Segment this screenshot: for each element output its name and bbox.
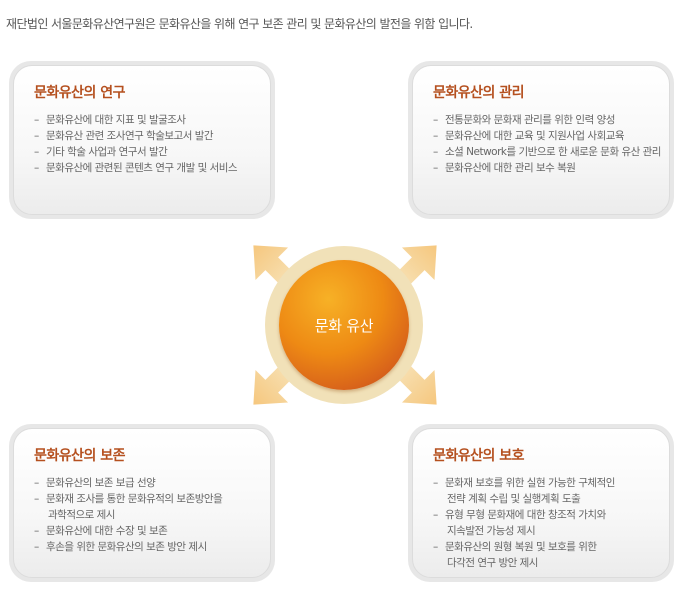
list-item: 문화유산에 대한 수장 및 보존: [34, 523, 270, 539]
card-title: 문화유산의 보호: [433, 448, 525, 464]
list-item: 문화재 조사를 통한 문화유적의 보존방안을: [34, 491, 270, 507]
list-item: 문화재 보호를 위한 실현 가능한 구체적인: [433, 475, 669, 491]
list-item-continuation: 지속발전 가능성 제시: [447, 525, 536, 537]
card-list: 문화재 보호를 위한 실현 가능한 구체적인 전략 계획 수립 및 실행계획 도…: [433, 475, 669, 571]
center-label: 문화 유산: [314, 316, 374, 335]
list-item-continuation: 과학적으로 제시: [48, 509, 115, 521]
list-item: 문화유산에 대한 교육 및 지원사업 사회교육: [433, 128, 669, 144]
intro-text: 재단법인 서울문화유산연구원은 문화유산을 위해 연구 보존 관리 및 문화유산…: [6, 17, 473, 31]
list-item: 문화유산 관련 조사연구 학술보고서 발간: [34, 128, 270, 144]
list-item-continuation: 다각전 연구 방안 제시: [447, 557, 538, 569]
card-title: 문화유산의 관리: [433, 85, 525, 101]
list-item: 유형 무형 문화재에 대한 창조적 가치와: [433, 507, 669, 523]
list-item: 기타 학술 사업과 연구서 발간: [34, 144, 270, 160]
card-list: 문화유산의 보존 보급 선양 문화재 조사를 통한 문화유적의 보존방안을 과학…: [34, 475, 270, 555]
card-preservation: 문화유산의 보존 문화유산의 보존 보급 선양 문화재 조사를 통한 문화유적의…: [9, 424, 275, 582]
list-item: 문화유산의 원형 복원 및 보호를 위한: [433, 539, 669, 555]
list-item: 전통문화와 문화재 관리를 위한 인력 양성: [433, 112, 669, 128]
list-item: 후손을 위한 문화유산의 보존 방안 제시: [34, 539, 270, 555]
center-circle: 문화 유산: [279, 260, 409, 390]
card-title: 문화유산의 보존: [34, 448, 126, 464]
list-item: 소셜 Network를 기반으로 한 새로운 문화 유산 관리: [433, 144, 669, 160]
card-list: 전통문화와 문화재 관리를 위한 인력 양성 문화유산에 대한 교육 및 지원사…: [433, 112, 669, 176]
list-item: 문화유산에 관련된 콘텐츠 연구 개발 및 서비스: [34, 160, 270, 176]
card-management: 문화유산의 관리 전통문화와 문화재 관리를 위한 인력 양성 문화유산에 대한…: [408, 61, 674, 219]
list-item: 문화유산에 대한 관리 보수 복원: [433, 160, 669, 176]
list-item: 문화유산에 대한 지표 및 발굴조사: [34, 112, 270, 128]
list-item: 문화유산의 보존 보급 선양: [34, 475, 270, 491]
card-title: 문화유산의 연구: [34, 85, 126, 101]
list-item-continuation: 전략 계획 수립 및 실행계획 도출: [447, 493, 581, 505]
card-research: 문화유산의 연구 문화유산에 대한 지표 및 발굴조사 문화유산 관련 조사연구…: [9, 61, 275, 219]
card-list: 문화유산에 대한 지표 및 발굴조사 문화유산 관련 조사연구 학술보고서 발간…: [34, 112, 270, 176]
card-protection: 문화유산의 보호 문화재 보호를 위한 실현 가능한 구체적인 전략 계획 수립…: [408, 424, 674, 582]
